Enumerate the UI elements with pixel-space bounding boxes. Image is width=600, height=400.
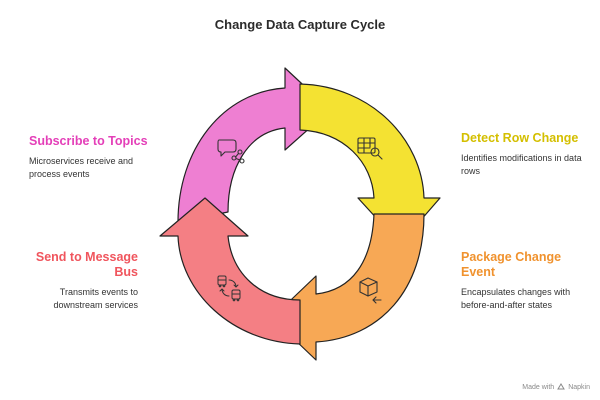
table-search-icon [357,137,383,160]
step-send: Send to Message Bus Transmits events to … [20,250,138,311]
step-subscribe-description: Microservices receive and process events [29,156,134,179]
step-detect-heading: Detect Row Change [461,131,579,145]
package-box-icon [359,277,382,304]
step-package-heading: Package Change Event [461,250,562,279]
cycle-segment-package[interactable] [271,213,425,361]
step-detect-description: Identifies modifications in data rows [461,153,582,176]
step-send-description: Transmits events to downstream services [53,287,138,310]
step-detect: Detect Row Change Identifies modificatio… [461,131,591,177]
credit-prefix: Made with [522,383,555,391]
cycle-segment-send[interactable] [159,197,301,345]
napkin-credit[interactable]: Made with Napkin [522,383,590,391]
cycle-segment-subscribe[interactable] [177,67,331,223]
cycle-segment-detect[interactable] [299,83,441,245]
diagram-title: Change Data Capture Cycle [214,17,386,32]
chat-share-icon [217,139,245,164]
step-subscribe: Subscribe to Topics Microservices receiv… [29,134,159,180]
napkin-logo-icon [557,383,566,390]
step-package: Package Change Event Encapsulates change… [461,250,591,311]
credit-brand: Napkin [568,383,590,391]
step-package-description: Encapsulates changes with before-and-aft… [461,287,571,310]
bus-transfer-icon [217,275,241,302]
step-send-heading: Send to Message Bus [35,250,138,279]
step-subscribe-heading: Subscribe to Topics [29,134,148,148]
